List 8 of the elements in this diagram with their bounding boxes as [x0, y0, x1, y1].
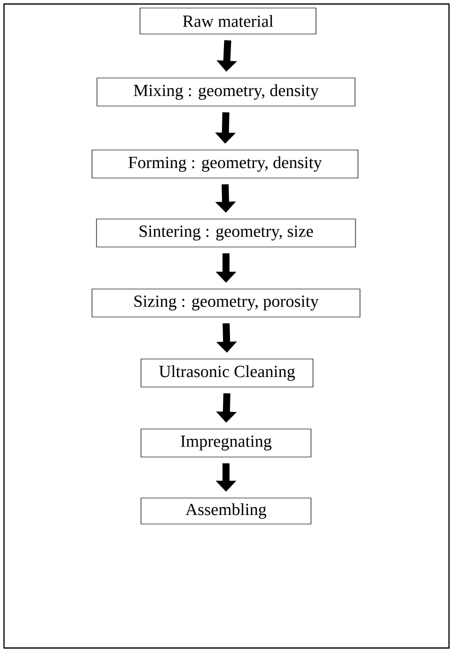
process-box: Sintering : geometry, size	[96, 218, 356, 248]
process-box: Ultrasonic Cleaning	[140, 358, 314, 388]
process-box: Assembling	[140, 498, 312, 524]
process-box: Impregnating	[140, 428, 312, 458]
process-box: Forming : geometry, density	[92, 150, 358, 178]
process-box: Mixing : geometry, density	[96, 78, 356, 106]
process-box: Raw material	[140, 8, 316, 34]
process-box: Sizing : geometry, porosity	[92, 288, 360, 318]
